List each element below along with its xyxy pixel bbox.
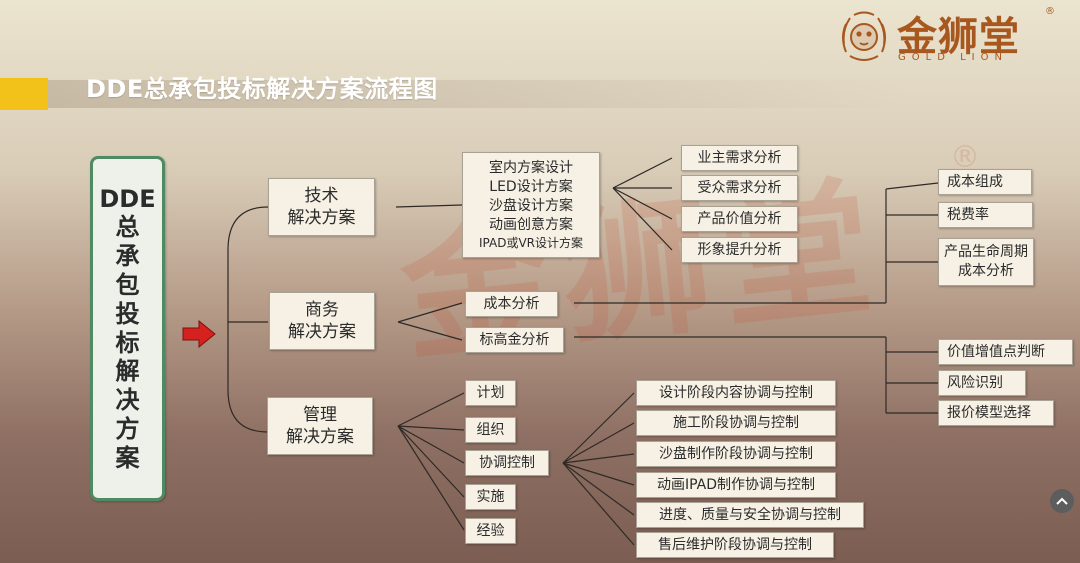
cost-item-node: 产品生命周期成本分析	[938, 238, 1034, 286]
coordination-item-node: 进度、质量与安全协调与控制	[636, 502, 864, 528]
management-label-line2: 解决方案	[286, 427, 354, 447]
business-solution-node: 商务 解决方案	[269, 292, 375, 350]
management-item-node: 组织	[465, 417, 516, 443]
title-accent-bar	[0, 78, 48, 110]
logo-registered: ®	[1045, 6, 1055, 17]
analysis-node: 形象提升分析	[681, 237, 798, 263]
premium-item-node: 风险识别	[938, 370, 1026, 396]
cost-analysis-node: 成本分析	[465, 291, 558, 317]
root-char: 总	[115, 213, 140, 242]
business-label-line1: 商务	[305, 299, 339, 320]
tech-plans-node: 室内方案设计 LED设计方案 沙盘设计方案 动画创意方案 IPAD或VR设计方案	[462, 152, 600, 258]
analysis-node: 业主需求分析	[681, 145, 798, 171]
business-label-line2: 解决方案	[288, 322, 356, 342]
cost-item-node: 成本组成	[938, 169, 1032, 195]
red-arrow-icon	[182, 320, 216, 348]
root-char: DDE	[99, 184, 156, 213]
root-char: 方	[115, 414, 140, 443]
tech-label-line2: 解决方案	[287, 208, 356, 228]
management-item-node: 经验	[465, 518, 516, 544]
premium-item-node: 报价模型选择	[938, 400, 1054, 426]
tech-label-line1: 技术	[304, 185, 339, 206]
analysis-node: 产品价值分析	[681, 206, 798, 232]
tech-plan-item: LED设计方案	[489, 179, 573, 196]
cost-item-node: 税费率	[938, 202, 1033, 228]
analysis-node: 受众需求分析	[681, 175, 798, 201]
logo-subtext: GOLD LION	[898, 52, 1008, 63]
coordination-item-node: 动画IPAD制作协调与控制	[636, 472, 836, 498]
tech-plan-item: 室内方案设计	[489, 160, 573, 177]
tech-plan-item: 动画创意方案	[489, 216, 573, 233]
root-char: 标	[115, 328, 140, 357]
lion-logo-icon	[842, 11, 886, 61]
coordination-item-node: 沙盘制作阶段协调与控制	[636, 441, 836, 467]
page-title: DDE总承包投标解决方案流程图	[86, 75, 438, 103]
premium-item-node: 价值增值点判断	[938, 339, 1073, 365]
coordination-item-node: 设计阶段内容协调与控制	[636, 380, 836, 406]
root-char: 决	[115, 386, 140, 415]
root-char: 包	[115, 270, 140, 299]
management-item-node: 协调控制	[465, 450, 549, 476]
title-band	[48, 80, 908, 108]
root-char: 承	[115, 242, 140, 271]
logo-text: 金狮堂	[897, 13, 1020, 60]
tech-plan-item: IPAD或VR设计方案	[478, 235, 583, 250]
scroll-up-button[interactable]	[1050, 489, 1074, 513]
root-node: DDE 总 承 包 投 标 解 决 方 案	[90, 156, 165, 501]
premium-analysis-node: 标高金分析	[465, 327, 564, 353]
root-char: 案	[115, 443, 140, 472]
management-item-node: 计划	[465, 380, 516, 406]
tech-plan-item: 沙盘设计方案	[489, 197, 573, 214]
root-char: 投	[115, 299, 140, 328]
management-item-node: 实施	[465, 484, 516, 510]
management-label-line1: 管理	[303, 404, 337, 425]
coordination-item-node: 施工阶段协调与控制	[636, 410, 836, 436]
coordination-item-node: 售后维护阶段协调与控制	[636, 532, 834, 558]
chevron-up-icon	[1056, 497, 1068, 505]
tech-solution-node: 技术 解决方案	[268, 178, 375, 236]
management-solution-node: 管理 解决方案	[267, 397, 373, 455]
root-char: 解	[115, 357, 140, 386]
